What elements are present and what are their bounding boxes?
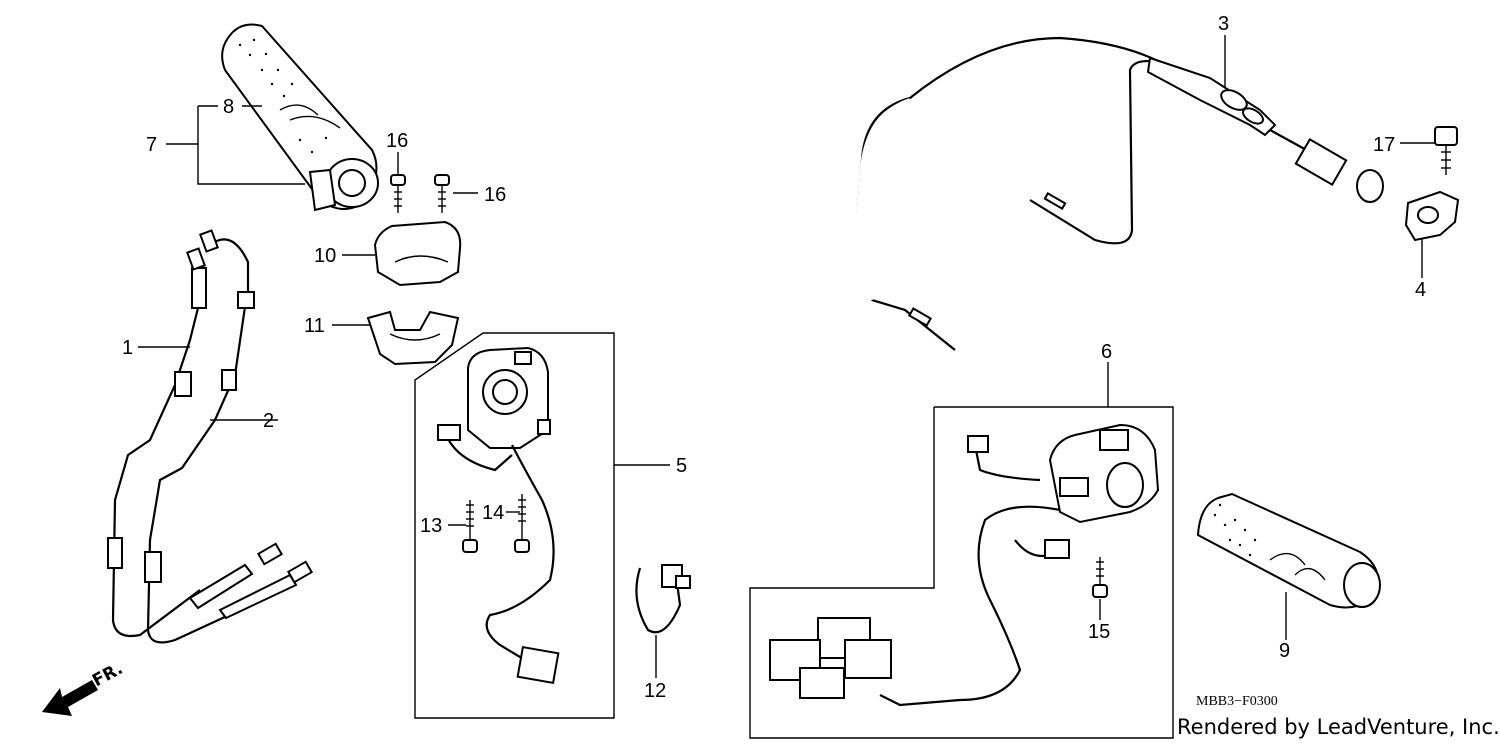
screw-16b (434, 174, 450, 213)
left-handlebar-switch (437, 346, 560, 685)
bolt-13 (462, 500, 478, 553)
callout-4: 4 (1415, 279, 1426, 301)
choke-bracket-4 (1404, 190, 1460, 242)
callout-5: 5 (676, 455, 687, 477)
leader-lines (138, 35, 1435, 678)
front-direction-arrow-icon (42, 680, 98, 716)
bolt-17 (1434, 126, 1458, 175)
callout-labels: 1 2 3 4 5 6 7 8 9 10 11 12 13 14 15 16 1… (122, 13, 1426, 702)
throttle-cables (107, 229, 314, 644)
callout-3: 3 (1218, 13, 1229, 35)
callout-8: 8 (223, 96, 234, 118)
wire-band-12 (635, 564, 691, 634)
choke-cable (855, 36, 1384, 351)
switch-housing-upper (373, 220, 462, 287)
credit-text: Rendered by LeadVenture, Inc. (1177, 715, 1500, 739)
callout-2: 2 (263, 410, 274, 432)
callout-12: 12 (644, 680, 666, 702)
callout-16b: 16 (484, 184, 506, 206)
callout-10: 10 (314, 245, 336, 267)
switch-housing-lower (366, 310, 460, 366)
callout-9: 9 (1279, 640, 1290, 662)
right-handlebar-switch (769, 423, 1160, 707)
callout-17: 17 (1373, 134, 1395, 156)
handlebar-grip-9 (1196, 492, 1381, 609)
callout-16a: 16 (386, 130, 408, 152)
callout-14: 14 (482, 502, 504, 524)
callout-7: 7 (146, 134, 157, 156)
callout-6: 6 (1101, 341, 1112, 363)
throttle-grip (221, 23, 379, 212)
screw-16a (390, 174, 406, 213)
callout-1: 1 (122, 337, 133, 359)
callout-13: 13 (420, 515, 442, 537)
screw-15 (1092, 557, 1108, 598)
bolt-14 (514, 494, 530, 553)
callout-15: 15 (1088, 621, 1110, 643)
callout-11: 11 (304, 315, 325, 337)
assembly-box-6 (749, 406, 1174, 739)
assembly-box-5 (414, 332, 615, 719)
drawing-code: MBB3−F0300 (1196, 694, 1278, 709)
